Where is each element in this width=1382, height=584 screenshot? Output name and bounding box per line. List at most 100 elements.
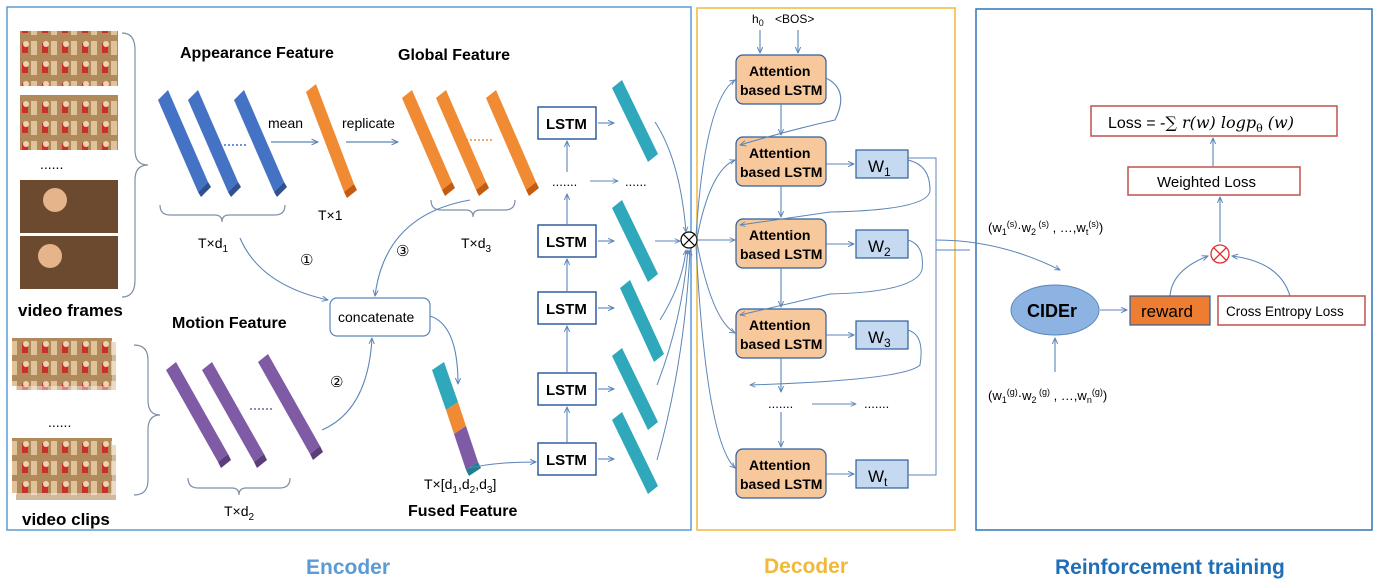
ce-to-multiply-arrow	[1232, 256, 1291, 297]
bos-label: <BOS>	[775, 12, 814, 26]
decoder-ellipsis-right: .......	[864, 396, 889, 411]
fused-feature-bar	[432, 362, 481, 476]
fused-segment-global	[432, 362, 458, 410]
video-frame-image	[20, 95, 118, 150]
cider-node	[1010, 284, 1100, 336]
cross-entropy-box	[1217, 295, 1366, 326]
appearance-bar	[188, 90, 238, 192]
decoder-ellipsis-left: .......	[768, 396, 793, 411]
video-clip-thumbnails	[12, 338, 116, 500]
word-label-t: Wt	[868, 467, 888, 489]
concatenate-label: concatenate	[338, 309, 414, 325]
video-frame-thumbnails	[20, 31, 118, 289]
encoder-title: Encoder	[306, 556, 390, 579]
video-frame-face	[43, 188, 67, 212]
attention-lstm-line2: based LSTM	[740, 336, 822, 352]
frames-brace	[121, 32, 149, 298]
motion-bar-side	[310, 446, 323, 460]
multiply-operator-x	[1213, 247, 1227, 261]
encoder-lstm-label: LSTM	[546, 452, 587, 469]
decoder-cells: Attention based LSTM Attention based LST…	[735, 54, 827, 499]
words-to-cider-lines	[908, 157, 1060, 476]
lstm-output-bars	[612, 80, 664, 494]
attention-operator-x	[683, 234, 695, 246]
motion-bar-side	[218, 454, 231, 468]
global-bar-side	[442, 182, 455, 196]
reward-box	[1129, 295, 1211, 326]
cell-to-word-arrows	[826, 164, 854, 474]
appearance-feature-bars	[158, 90, 287, 197]
cross-entropy-label: Cross Entropy Loss	[1226, 304, 1344, 319]
attention-output-arrows	[695, 80, 735, 468]
attention-lstm-line1: Attention	[749, 227, 810, 243]
attention-lstm-line2: based LSTM	[740, 164, 822, 180]
motion-feature-label: Motion Feature	[172, 315, 287, 332]
encoder-lstm-label: LSTM	[546, 382, 587, 399]
fused-feature-label: Fused Feature	[408, 503, 517, 520]
reward-to-multiply-arrow	[1169, 256, 1208, 297]
cider-label: CIDEr	[1027, 301, 1077, 321]
appearance-bar	[234, 90, 284, 192]
lstm-ellipsis-left: .......	[552, 174, 577, 189]
fused-dim: T×[d1,d2,d3]	[424, 476, 496, 496]
clips-ellipsis: ......	[48, 414, 71, 430]
global-bar	[436, 90, 486, 190]
video-clip-image	[16, 445, 116, 500]
encoder-lstm-column: LSTM LSTM LSTM LSTM LSTM	[537, 106, 597, 476]
sampled-sequence: (w1(s)·w2 (s) , …,wt(s))	[988, 219, 1103, 237]
motion-bar-side	[254, 454, 267, 468]
motion-brace	[187, 477, 291, 496]
encoder-lstm-cell	[537, 224, 597, 258]
step-1-marker: ①	[300, 252, 313, 269]
loss-formula-box	[1090, 105, 1338, 137]
global-bar	[486, 90, 536, 190]
encoder-frame	[6, 6, 692, 531]
word-label-3: W3	[868, 328, 891, 350]
global-to-concat-arrow	[375, 199, 471, 296]
replicate-label: replicate	[342, 115, 395, 131]
lstm-output-bar	[620, 280, 664, 362]
video-frame-image	[20, 236, 118, 289]
decoder-chain-arrows	[740, 77, 842, 447]
fused-segment-motion	[454, 426, 478, 470]
attention-lstm-line1: Attention	[749, 63, 810, 79]
attention-lstm-line1: Attention	[749, 145, 810, 161]
word-label-1: W1	[868, 157, 891, 179]
weighted-loss-label: Weighted Loss	[1157, 174, 1256, 191]
global-bar-side	[526, 182, 539, 196]
attention-lstm-line2: based LSTM	[740, 82, 822, 98]
encoder-lstm-cell	[537, 291, 597, 325]
h0-label: h0	[752, 12, 764, 28]
word-box-1	[855, 149, 909, 179]
word-box-t	[855, 459, 909, 489]
ground-truth-sequence: (w1(g)·w2 (g) , …,wn(g))	[988, 387, 1107, 405]
fused-bar-side	[466, 462, 481, 476]
attention-lstm-line2: based LSTM	[740, 476, 822, 492]
global-dim: T×d3	[461, 235, 492, 255]
word-feedback-arrows	[740, 159, 931, 385]
encoder-lstm-cell	[537, 106, 597, 140]
lstm-output-bar	[612, 80, 658, 162]
word-box-2	[855, 229, 909, 259]
weighted-loss-box	[1127, 166, 1301, 196]
encoder-lstm-label: LSTM	[546, 301, 587, 318]
word-box-3	[855, 320, 909, 350]
motion-bar	[258, 354, 320, 454]
video-frame-image	[20, 180, 118, 233]
encoder-lstm-label: LSTM	[546, 116, 587, 133]
mean-feature-bar	[306, 84, 354, 192]
attention-lstm-line1: Attention	[749, 317, 810, 333]
appearance-to-concat-arrow	[239, 237, 328, 300]
attention-lstm-line1: Attention	[749, 457, 810, 473]
lstm-output-bar	[612, 412, 658, 494]
video-clips-label: video clips	[22, 510, 110, 529]
video-frame-image	[20, 31, 118, 86]
decoder-title: Decoder	[764, 555, 848, 578]
video-frames-label: video frames	[18, 301, 123, 320]
motion-dim: T×d2	[224, 503, 255, 523]
appearance-bar	[158, 90, 208, 192]
attention-lstm-line2: based LSTM	[740, 246, 822, 262]
lstm-output-bar	[612, 348, 658, 430]
step-2-marker: ②	[330, 374, 343, 391]
